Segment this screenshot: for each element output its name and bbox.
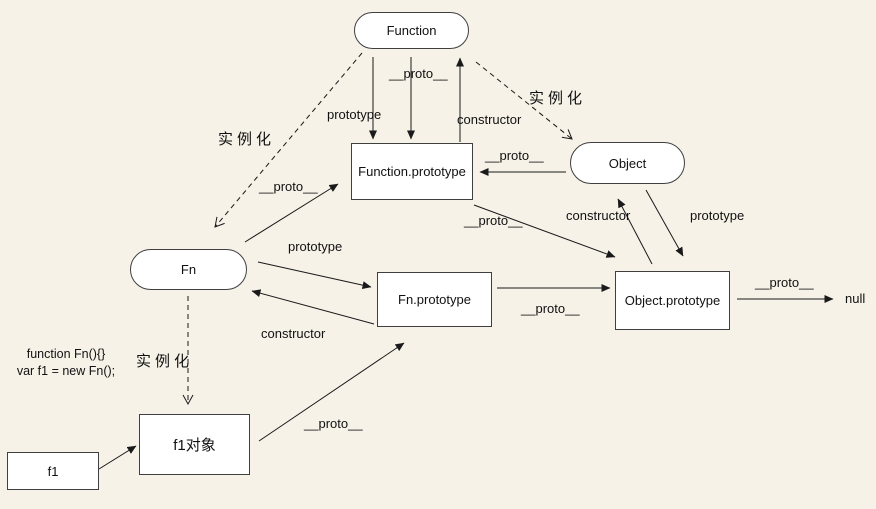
edge-label-fn-prototype: prototype <box>288 239 343 254</box>
node-object-prototype: Object.prototype <box>615 271 730 330</box>
node-function-prototype: Function.prototype <box>351 143 473 200</box>
node-function-prototype-label: Function.prototype <box>358 164 466 179</box>
node-object: Object <box>570 142 685 184</box>
edge-f1object-proto-to-fnprototype <box>258 342 405 442</box>
edge-label-function-proto: __proto__ <box>389 66 448 81</box>
node-fn-label: Fn <box>180 262 197 277</box>
edge-label-object-proto: __proto__ <box>485 148 544 163</box>
code-snippet: function Fn(){} var f1 = new Fn(); <box>11 346 121 380</box>
edge-label-function-constructor: constructor <box>457 112 522 127</box>
node-object-label: Object <box>608 155 647 171</box>
node-fn-prototype: Fn.prototype <box>377 272 492 327</box>
edge-label-fnprototype-proto: __proto__ <box>521 301 580 316</box>
edge-label-fn-proto: __proto__ <box>259 179 318 194</box>
edge-object-prototype-to-objectprototype <box>645 189 684 257</box>
edge-function-instantiate-object <box>475 61 573 140</box>
edge-label-objectprototype-constructor: constructor <box>566 208 631 223</box>
edge-f1-to-f1object <box>98 445 137 470</box>
edge-label-instantiate-right: 实例化 <box>529 90 587 107</box>
node-fn: Fn <box>130 249 247 290</box>
edge-functionprototype-proto-to-objectprototype <box>473 204 616 258</box>
node-f1: f1 <box>7 452 99 490</box>
edge-fn-proto-to-functionprototype <box>244 183 339 243</box>
edge-label-object-prototype: prototype <box>690 208 745 223</box>
null-text: null <box>845 291 866 306</box>
edge-function-instantiate-fn <box>214 52 363 228</box>
node-f1-object: f1对象 <box>139 414 250 475</box>
node-function-label: Function <box>386 23 437 38</box>
edge-label-f1object-proto: __proto__ <box>304 416 363 431</box>
node-f1-label: f1 <box>47 463 59 479</box>
edge-fnprototype-constructor-to-fn <box>251 289 375 325</box>
code-line-2: var f1 = new Fn(); <box>16 364 116 378</box>
edge-label-functionprototype-proto: __proto__ <box>464 213 523 228</box>
node-function: Function <box>354 12 469 49</box>
edge-objectprototype-constructor-to-object <box>617 198 653 265</box>
edge-label-instantiate-left: 实例化 <box>218 131 276 148</box>
node-f1-object-label: f1对象 <box>173 437 216 454</box>
edge-label-function-prototype: prototype <box>327 107 382 122</box>
edge-label-instantiate-fn: 实例化 <box>136 353 194 370</box>
code-line-1: function Fn(){} <box>26 347 106 361</box>
node-fn-prototype-label: Fn.prototype <box>398 292 471 307</box>
node-object-prototype-label: Object.prototype <box>624 293 721 308</box>
edge-label-fnprototype-constructor: constructor <box>261 326 326 341</box>
edge-label-objectprototype-proto: __proto__ <box>755 275 814 290</box>
edge-fn-prototype-to-fnprototype <box>257 261 372 290</box>
